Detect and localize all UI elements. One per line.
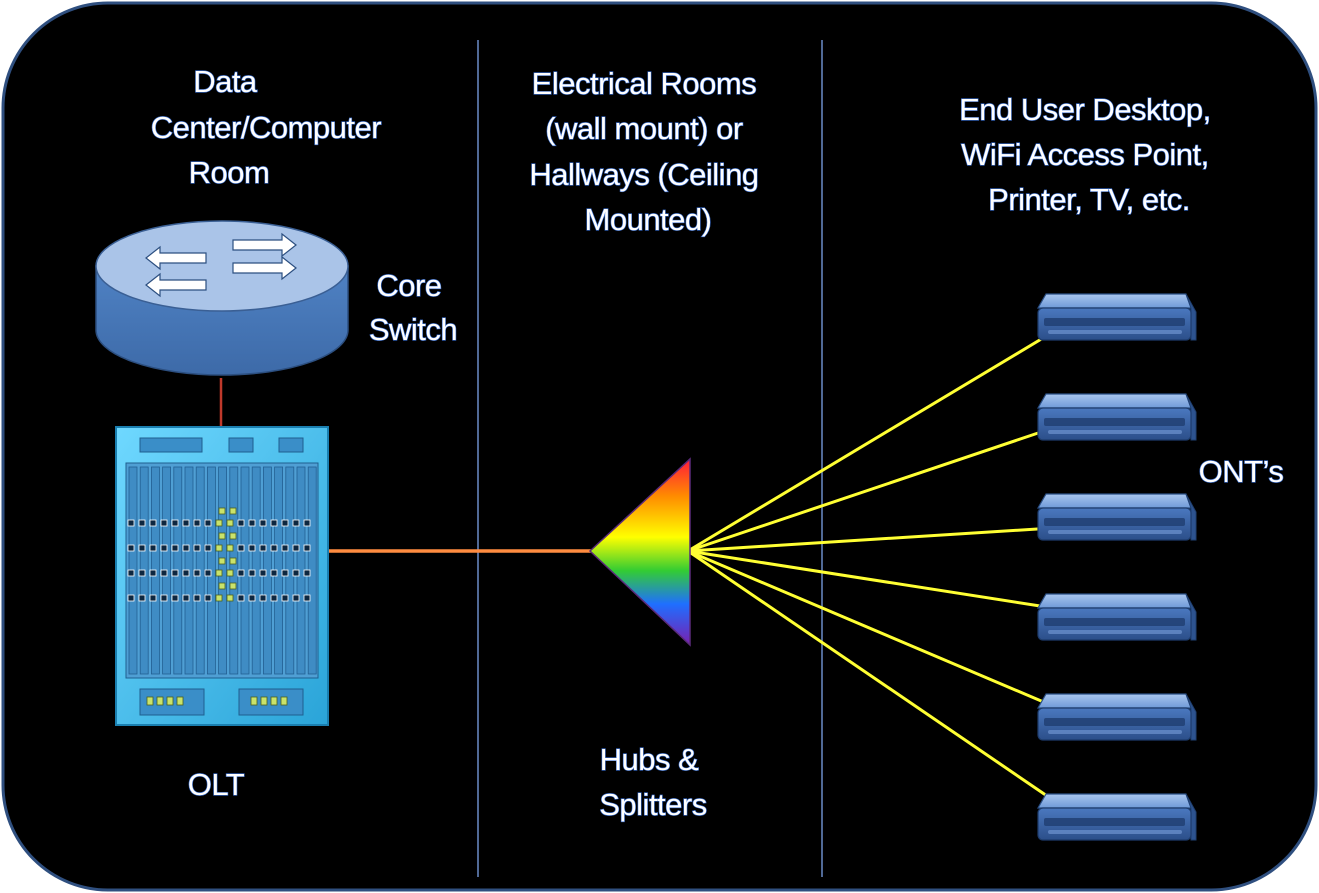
fiber-link-ont-1 bbox=[687, 330, 1054, 553]
ont-device-icon bbox=[1037, 693, 1197, 741]
switch-arrows bbox=[145, 232, 297, 298]
end-user-heading: End User Desktop, WiFi Access Point, Pri… bbox=[959, 92, 1219, 217]
ont-label: ONT’s bbox=[1199, 454, 1284, 489]
splitter-label: Hubs & Splitters bbox=[599, 742, 706, 822]
ont-fiber-links bbox=[687, 330, 1054, 802]
olt-chassis-icon bbox=[115, 426, 329, 726]
fiber-link-ont-6 bbox=[687, 549, 1054, 802]
core-switch-label: Core Switch bbox=[369, 268, 457, 347]
ont-device-icon bbox=[1037, 593, 1197, 641]
ont-device-icon bbox=[1037, 493, 1197, 541]
ont-device-icon bbox=[1037, 793, 1197, 841]
fiber-link-ont-2 bbox=[687, 426, 1054, 553]
olt-label: OLT bbox=[188, 767, 245, 802]
fiber-link-ont-4 bbox=[687, 549, 1054, 610]
electrical-rooms-heading: Electrical Rooms (wall mount) or Hallway… bbox=[529, 66, 766, 237]
data-center-heading: Data Center/Computer Room bbox=[151, 64, 389, 190]
ont-device-icon bbox=[1037, 393, 1197, 441]
core-switch-icon bbox=[95, 220, 349, 376]
splitter-prism-icon bbox=[588, 457, 691, 647]
olt-ports bbox=[127, 507, 311, 602]
ont-device-icon bbox=[1037, 293, 1197, 341]
fiber-link-ont-3 bbox=[687, 526, 1054, 553]
fiber-link-ont-5 bbox=[687, 549, 1054, 708]
